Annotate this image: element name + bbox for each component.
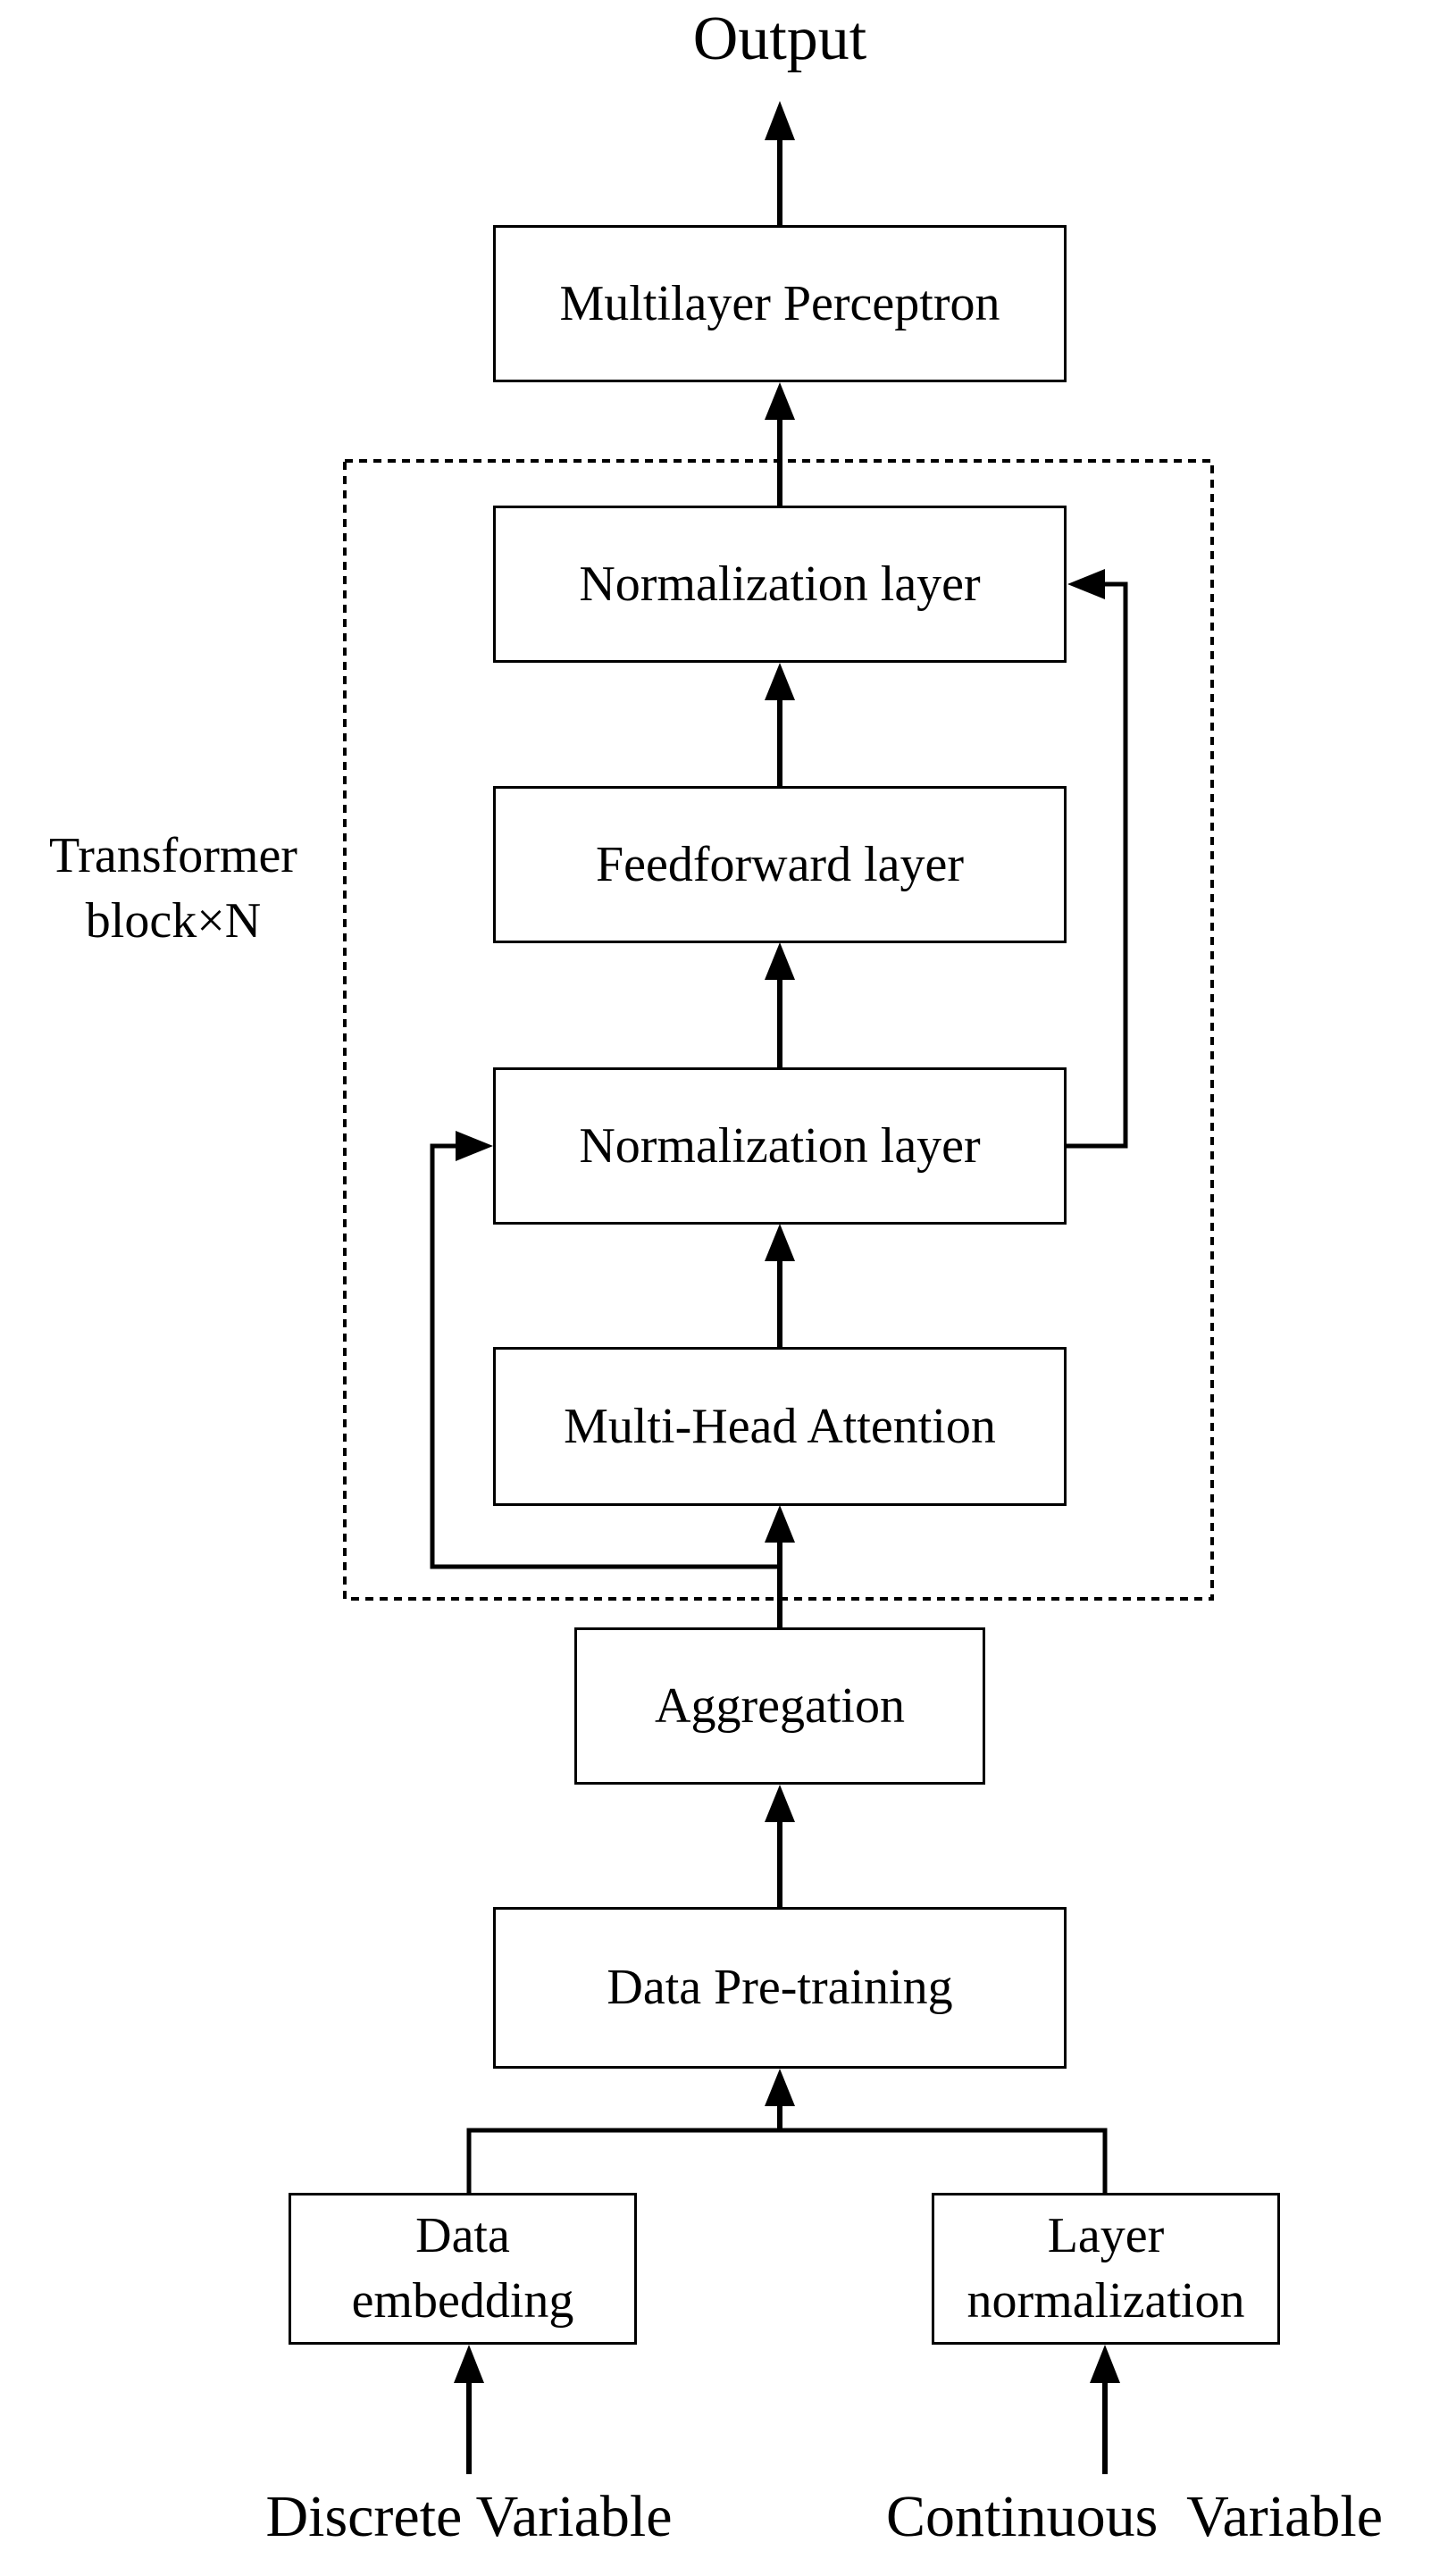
transformer-block-label: Transformer block×N: [21, 824, 325, 954]
arrow-feedforward-to-norm-top: [765, 663, 795, 786]
arrow-aggregation-to-attention: [765, 1505, 795, 1627]
connector-inputs-merge: [466, 2128, 1108, 2193]
arrow-norm-mid-to-feedforward: [765, 942, 795, 1067]
arrow-merge-to-pretraining: [765, 2069, 795, 2130]
layer-norm-label: Layer normalization: [966, 2208, 1245, 2329]
pretraining-label: Data Pre-training: [607, 1960, 953, 2016]
norm-mid-label: Normalization layer: [579, 1117, 981, 1174]
arrow-residual-to-norm-top: [1065, 569, 1128, 1149]
arrow-norm-top-to-mlp: [765, 382, 795, 506]
embedding-label: Data embedding: [351, 2208, 574, 2329]
layer-norm-box: Layer normalization: [932, 2193, 1280, 2345]
aggregation-label: Aggregation: [655, 1677, 905, 1734]
arrow-pretraining-to-aggregation: [765, 1785, 795, 1907]
arrow-attention-to-norm-mid: [765, 1224, 795, 1347]
norm-top-label: Normalization layer: [579, 556, 981, 612]
transformer-block-label-line2: block×N: [85, 892, 262, 949]
attention-box: Multi-Head Attention: [493, 1347, 1067, 1506]
norm-top-box: Normalization layer: [493, 506, 1067, 663]
output-label: Output: [692, 4, 867, 73]
mlp-label: Multilayer Perceptron: [559, 275, 1000, 331]
aggregation-box: Aggregation: [574, 1627, 985, 1785]
arrow-continuous-to-layer-norm: [1090, 2345, 1120, 2474]
input-label-discrete: Discrete Variable: [265, 2484, 673, 2549]
input-label-continuous: Continuous Variable: [885, 2484, 1384, 2549]
pretraining-box: Data Pre-training: [493, 1907, 1067, 2069]
arrow-mlp-to-output: [765, 101, 795, 225]
feedforward-label: Feedforward layer: [595, 836, 964, 892]
norm-mid-box: Normalization layer: [493, 1067, 1067, 1225]
mlp-box: Multilayer Perceptron: [493, 225, 1067, 382]
arrow-residual-to-norm-mid: [430, 1131, 780, 1569]
embedding-box: Data embedding: [289, 2193, 637, 2345]
attention-label: Multi-Head Attention: [564, 1398, 996, 1454]
feedforward-box: Feedforward layer: [493, 786, 1067, 943]
arrow-discrete-to-embedding: [454, 2345, 484, 2474]
transformer-block-label-line1: Transformer: [49, 828, 297, 883]
